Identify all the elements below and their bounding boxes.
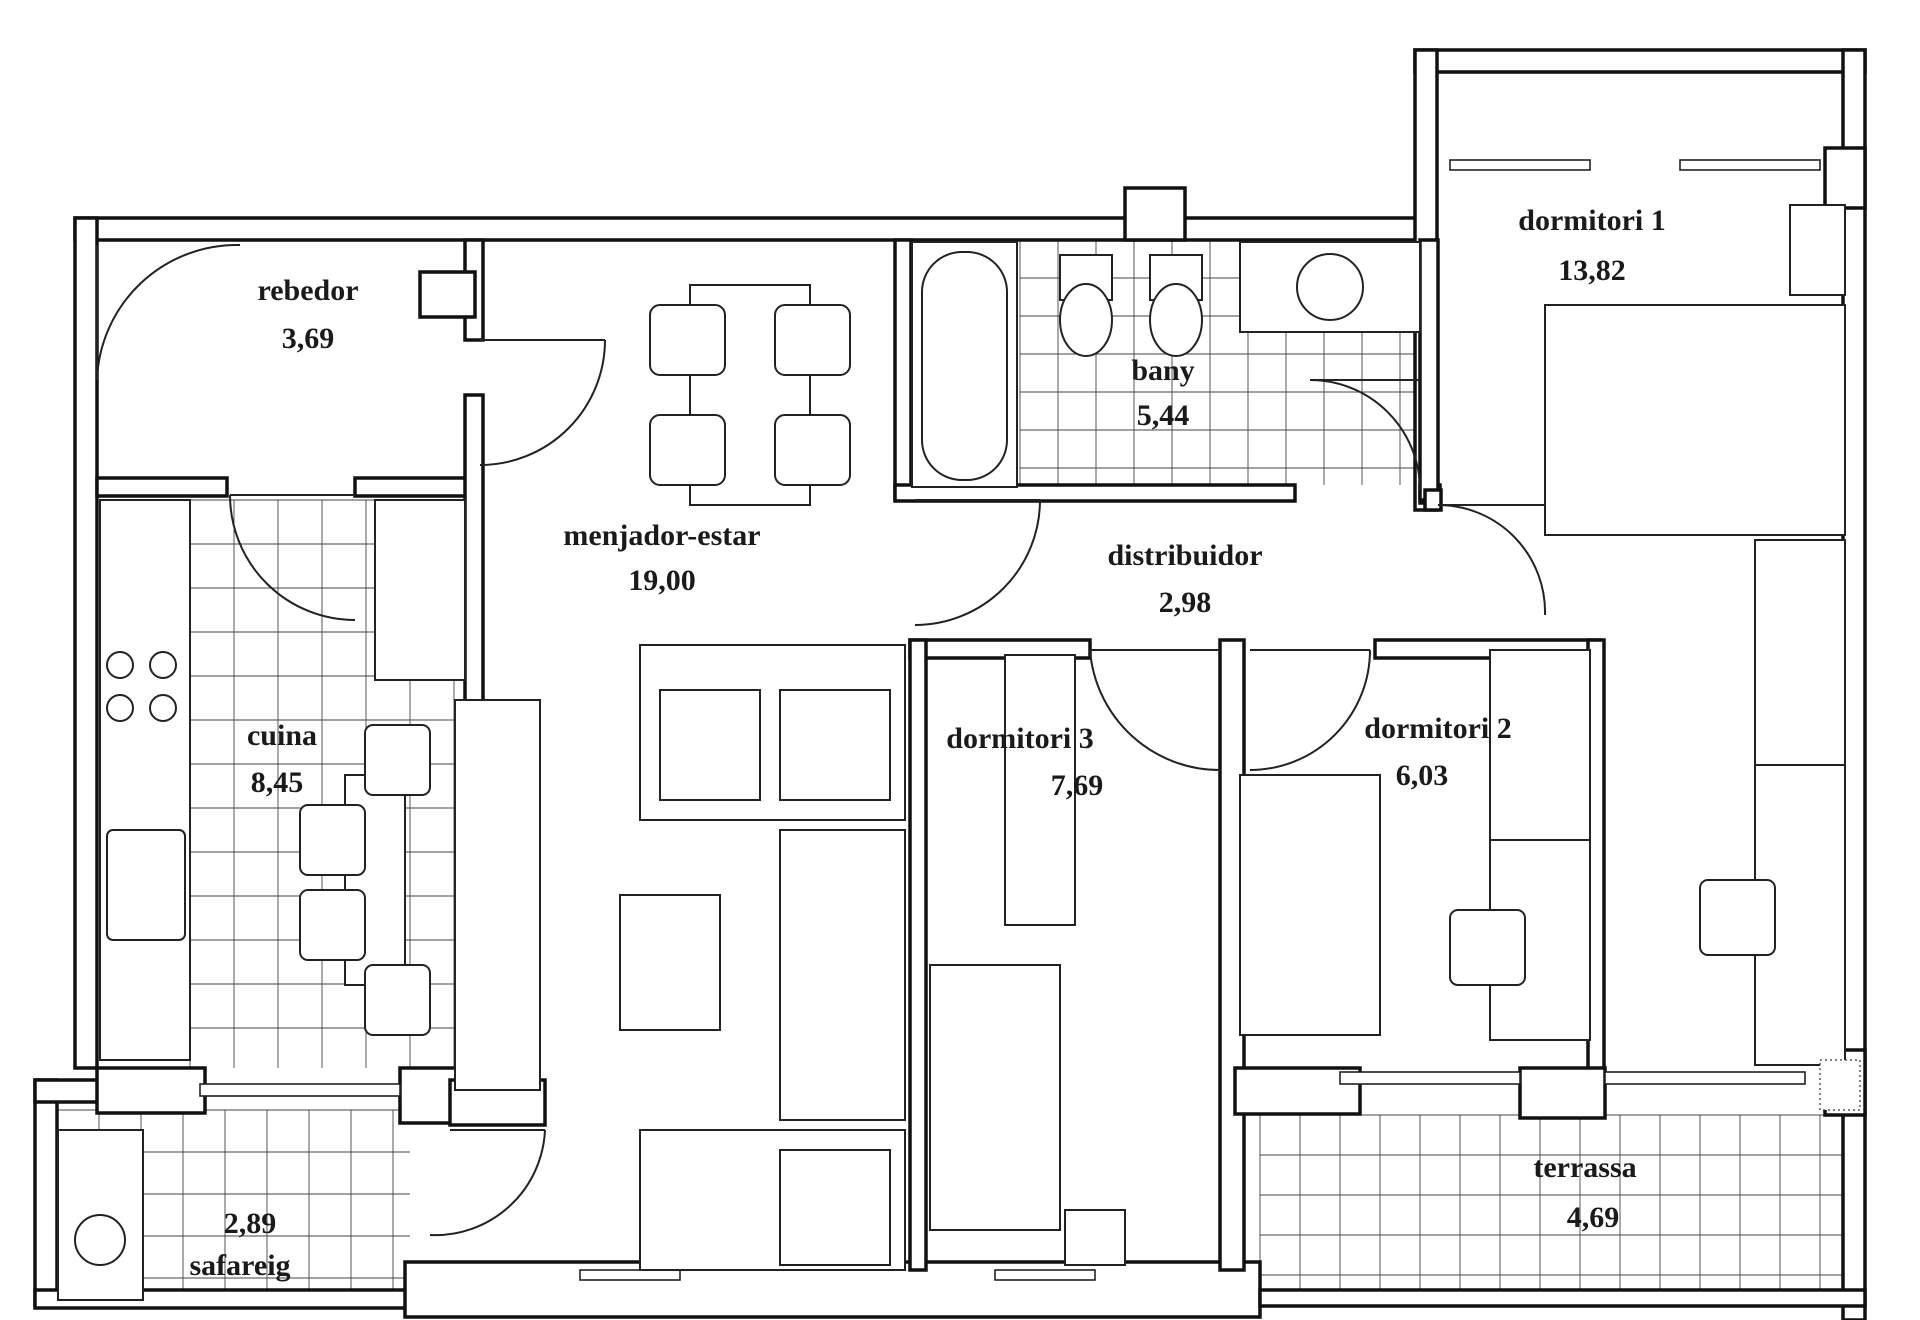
room-dormitori1: dormitori 1 13,82 — [1518, 204, 1665, 287]
room-distribuidor: distribuidor 2,98 — [1107, 539, 1262, 619]
room-safareig: 2,89 safareig — [189, 1207, 290, 1282]
room-name: rebedor — [257, 274, 358, 307]
room-area: 5,44 — [1137, 399, 1190, 432]
room-bany: bany 5,44 — [1131, 354, 1194, 432]
room-name: dormitori 2 — [1364, 712, 1511, 745]
room-area: 2,98 — [1159, 586, 1212, 619]
room-labels: rebedor 3,69 cuina 8,45 menjador-estar 1… — [189, 204, 1665, 1282]
room-area: 4,69 — [1567, 1201, 1620, 1234]
room-cuina: cuina 8,45 — [247, 719, 317, 799]
room-name: safareig — [189, 1249, 290, 1282]
room-area: 2,89 — [224, 1207, 277, 1240]
room-name: menjador-estar — [563, 519, 760, 552]
room-name: dormitori 3 — [946, 722, 1093, 755]
room-area: 19,00 — [628, 564, 696, 597]
room-rebedor: rebedor 3,69 — [257, 274, 358, 355]
room-terrassa: terrassa 4,69 — [1533, 1151, 1636, 1234]
room-name: terrassa — [1533, 1151, 1636, 1184]
room-name: dormitori 1 — [1518, 204, 1665, 237]
room-area: 6,03 — [1396, 759, 1449, 792]
room-area: 7,69 — [1051, 769, 1104, 802]
room-area: 3,69 — [282, 322, 335, 355]
room-name: distribuidor — [1107, 539, 1262, 572]
room-area: 8,45 — [251, 766, 304, 799]
room-name: bany — [1131, 354, 1194, 387]
doors — [96, 243, 1547, 1237]
room-dormitori3: dormitori 3 7,69 — [946, 722, 1103, 802]
room-dormitori2: dormitori 2 6,03 — [1364, 712, 1511, 792]
room-area: 13,82 — [1558, 254, 1626, 287]
room-menjador: menjador-estar 19,00 — [563, 519, 760, 597]
room-name: cuina — [247, 719, 317, 752]
windows — [199, 159, 1821, 1281]
furniture — [57, 204, 1861, 1301]
